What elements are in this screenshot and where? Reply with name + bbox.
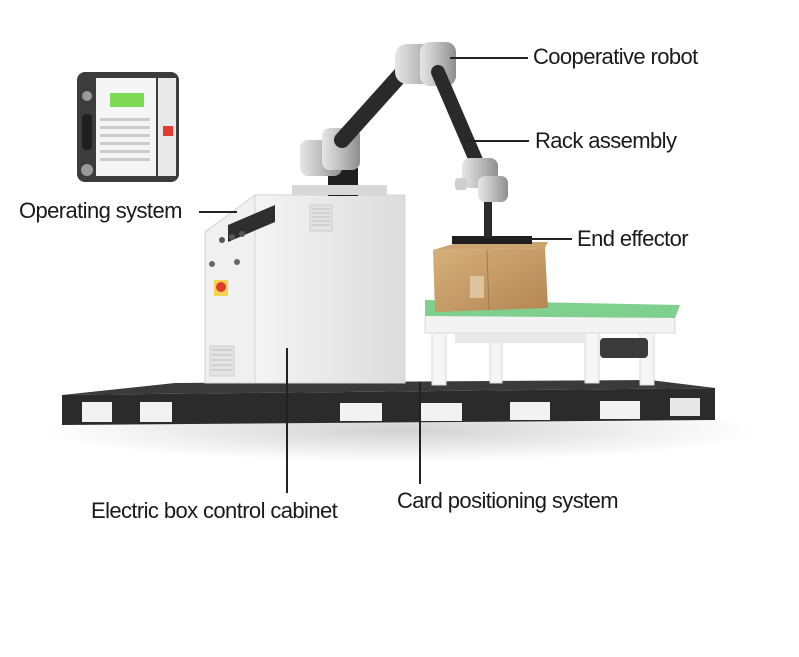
label-operating-system: Operating system: [19, 198, 182, 223]
label-electric-box-control-cabinet: Electric box control cabinet: [91, 498, 338, 523]
leader-rack-assembly: [467, 140, 529, 142]
pallet-base: [62, 380, 715, 425]
teach-pendant: [77, 72, 179, 182]
leader-end-effector: [496, 238, 572, 240]
label-rack-assembly: Rack assembly: [535, 128, 677, 153]
leader-electric-box-control-cabinet: [286, 348, 288, 493]
leader-operating-system: [199, 211, 237, 213]
robot-arm: [300, 42, 508, 202]
label-cooperative-robot: Cooperative robot: [533, 44, 698, 69]
cardboard-box: [433, 242, 548, 312]
leader-card-positioning-system: [419, 382, 421, 484]
end-effector-graphic: [452, 200, 532, 244]
conveyor-table: [424, 300, 680, 386]
leader-cooperative-robot: [450, 57, 528, 59]
label-end-effector: End effector: [577, 226, 689, 251]
label-card-positioning-system: Card positioning system: [397, 488, 619, 513]
control-cabinet: [204, 194, 406, 384]
